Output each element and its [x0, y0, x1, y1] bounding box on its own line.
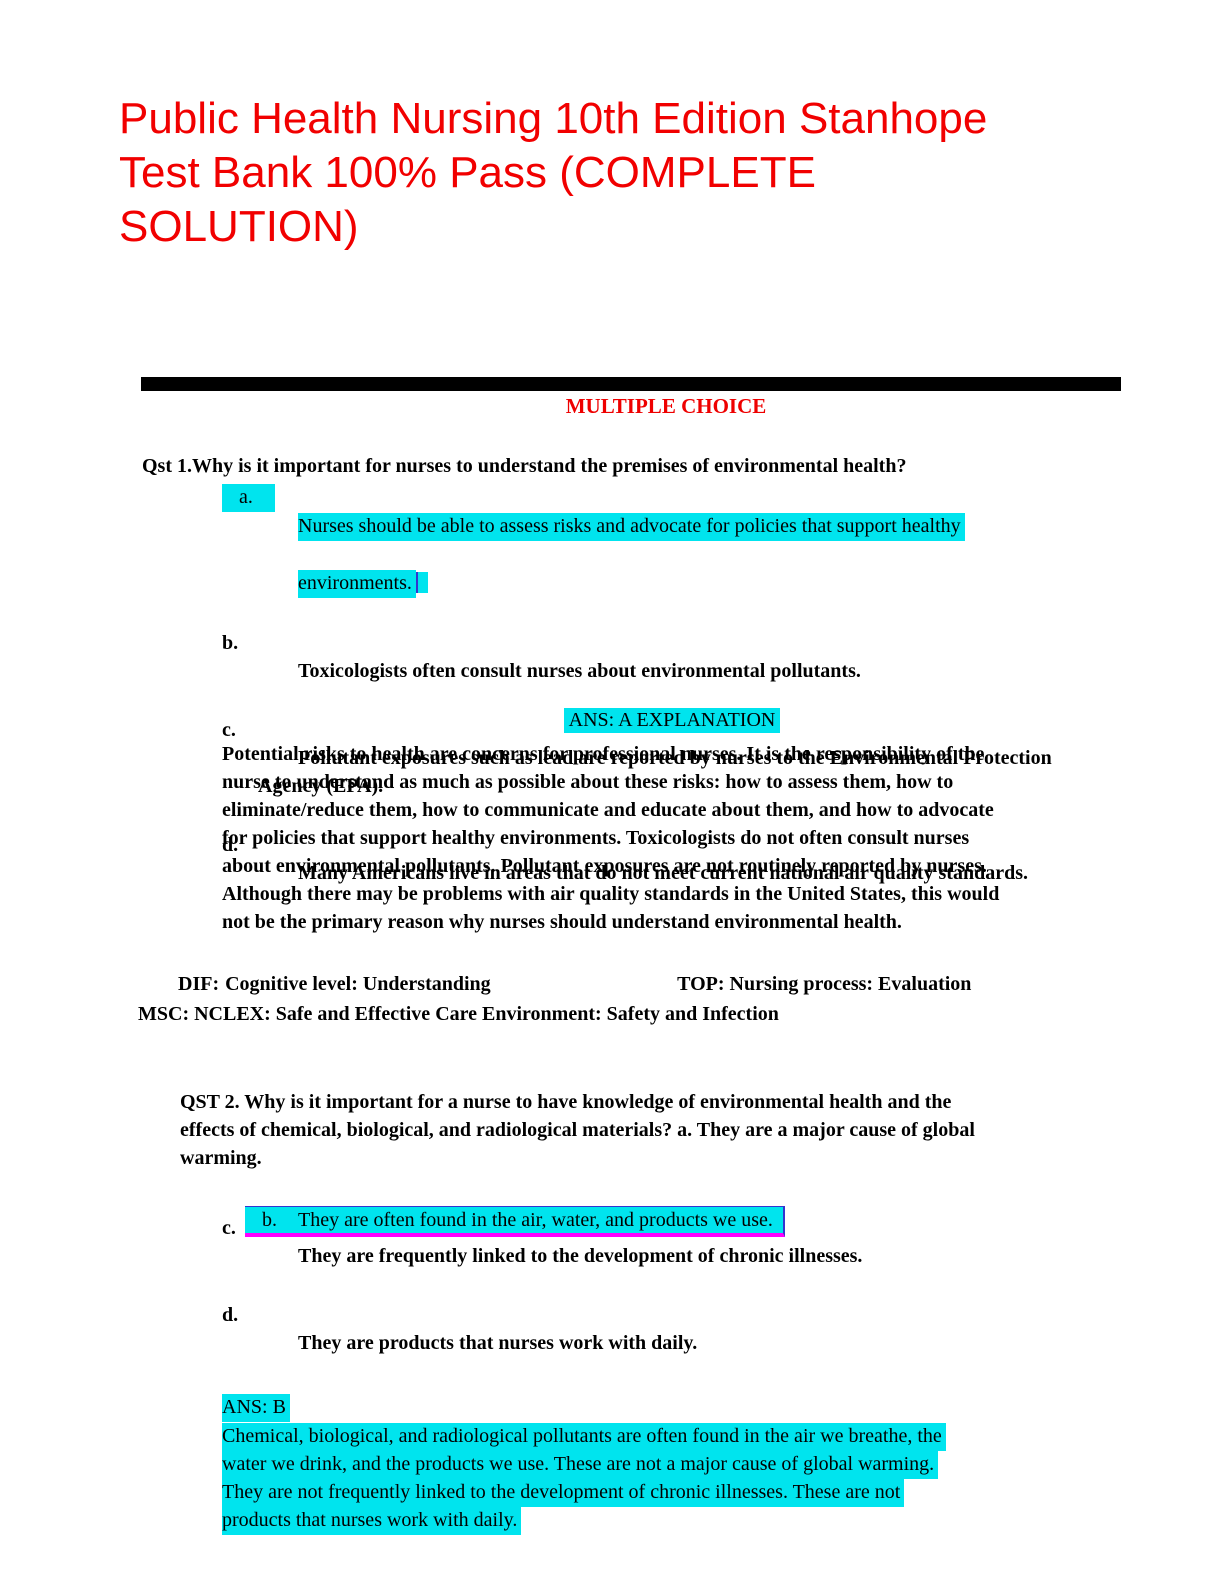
option-text-line: environments.	[298, 570, 416, 598]
option-row-c: c. They are frequently linked to the deve…	[180, 1214, 1130, 1298]
option-letter: d.	[222, 1304, 239, 1326]
text-cursor	[415, 572, 428, 593]
option-text: Many Americans live in areas that do not…	[298, 862, 1028, 884]
option-row-b: b. Toxicologists often consult nurses abo…	[140, 629, 1130, 713]
dif-label: DIF:	[178, 973, 220, 995]
answer-2: ANS: B Chemical, biological, and radiolo…	[222, 1393, 1132, 1535]
option-text: They are frequently linked to the develo…	[298, 1245, 863, 1267]
answer-2-explanation-line: Chemical, biological, and radiological p…	[222, 1422, 1132, 1451]
option-row-d: d. They are products that nurses work wit…	[180, 1301, 1130, 1385]
question-1-metadata: DIF:Cognitive level: Understanding TOP: N…	[138, 970, 971, 1028]
divider-bar	[141, 377, 1121, 391]
question-1: Qst 1.Why is it important for nurses to …	[140, 452, 1130, 918]
section-heading: MULTIPLE CHOICE	[565, 394, 767, 418]
document-title: Public Health Nursing 10th Edition Stanh…	[119, 94, 988, 251]
answer-1: ANS: A EXPLANATION Potential risks to he…	[222, 706, 1122, 936]
metadata-line-1: DIF:Cognitive level: Understanding TOP: N…	[138, 970, 971, 998]
option-letter: b.	[222, 632, 239, 654]
option-text: Pollutant exposures such as lead are rep…	[258, 747, 1052, 797]
option-text-line: Nurses should be able to assess risks an…	[298, 513, 965, 541]
top-value: TOP: Nursing process: Evaluation	[677, 973, 972, 995]
answer-1-label-row: ANS: A EXPLANATION	[222, 706, 1122, 734]
answer-1-explanation: Potential risks to health are concerns f…	[222, 743, 1000, 933]
question-2-stem: QST 2. Why is it important for a nurse t…	[180, 1091, 975, 1169]
msc-value: MSC: NCLEX: Safe and Effective Care Envi…	[138, 1003, 779, 1025]
option-row-b-highlighted: b. They are often found in the air, water…	[180, 1178, 1130, 1237]
question-2: QST 2. Why is it important for a nurse t…	[180, 1088, 1130, 1388]
option-letter: c.	[222, 719, 236, 741]
answer-2-label: ANS: B	[222, 1394, 290, 1422]
answer-2-explanation: Chemical, biological, and radiological p…	[222, 1422, 1132, 1535]
question-1-options: a. Nurses should be able to assess risks …	[140, 484, 1130, 915]
answer-1-label: ANS: A EXPLANATION	[563, 708, 781, 733]
answer-2-label-row: ANS: B	[222, 1393, 1132, 1422]
highlighted-answer-option: b. They are often found in the air, water…	[245, 1206, 785, 1237]
dif-value: Cognitive level: Understanding	[225, 973, 491, 995]
option-letter: a.	[222, 484, 275, 512]
question-2-options: b. They are often found in the air, water…	[180, 1178, 1130, 1385]
option-letter: c.	[222, 1217, 236, 1239]
option-text: They are products that nurses work with …	[298, 1332, 698, 1354]
option-letter: b.	[262, 1209, 277, 1231]
option-row-d: d. Many Americans live in areas that do n…	[140, 831, 1130, 915]
option-letter: d.	[222, 834, 239, 856]
answer-2-explanation-line: They are not frequently linked to the de…	[222, 1478, 1132, 1507]
answer-2-explanation-line: water we drink, and the products we use.…	[222, 1450, 1132, 1479]
option-row-c: c. Pollutant exposures such as lead are r…	[140, 716, 1130, 828]
answer-2-explanation-line: products that nurses work with daily.	[222, 1506, 1132, 1535]
question-1-stem: Qst 1.Why is it important for nurses to …	[142, 455, 907, 477]
option-text: They are often found in the air, water, …	[298, 1209, 773, 1231]
option-row-a-highlighted: a. Nurses should be able to assess risks …	[140, 484, 1130, 626]
option-text: Toxicologists often consult nurses about…	[298, 660, 861, 682]
